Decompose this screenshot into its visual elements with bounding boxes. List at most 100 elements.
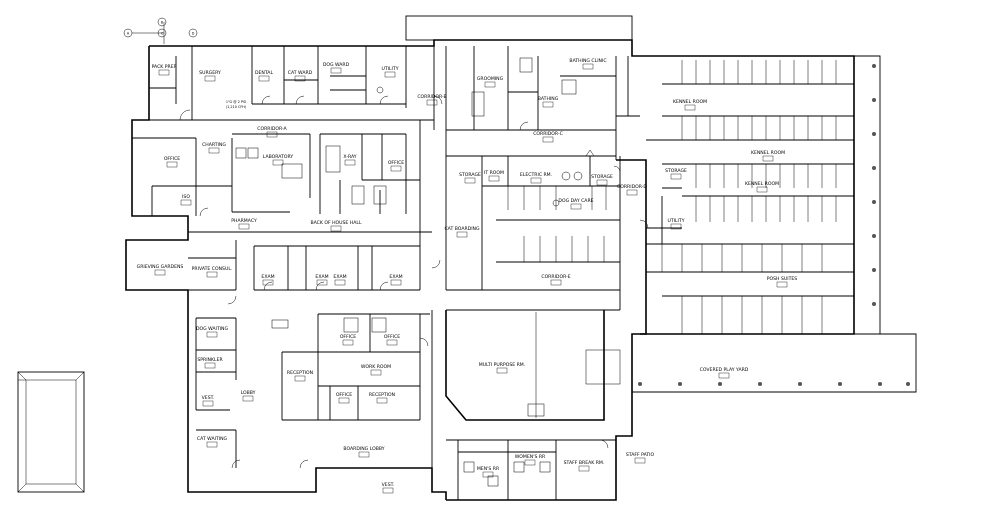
- room-number-box: [484, 81, 496, 88]
- room-label-iso: ISO: [182, 194, 190, 200]
- room-label-cat-ward: CAT WARD: [288, 70, 313, 76]
- room-label-office-3: OFFICE: [340, 334, 356, 340]
- room-number-box: [344, 159, 356, 166]
- room-label-cat-waiting: CAT WAITING: [197, 436, 228, 442]
- room-number-box: [578, 465, 590, 472]
- door-swings: [179, 95, 649, 469]
- room-number-box: [542, 101, 554, 108]
- room-label-corridor-e: CORRIDOR-E: [541, 274, 570, 280]
- room-number-box: [684, 104, 696, 111]
- grid-bubble-b: [157, 17, 167, 27]
- room-number-box: [272, 159, 284, 166]
- room-number-box: [154, 269, 166, 276]
- room-number-box: [386, 339, 398, 346]
- room-number-box: [258, 75, 270, 82]
- room-label-work-room: WORK ROOM: [361, 364, 391, 370]
- room-label-reception-2: RECEPTION: [369, 392, 395, 398]
- room-number-box: [756, 186, 768, 193]
- room-number-box: [626, 189, 638, 196]
- room-label-sprinkler: SPRINKLER: [197, 357, 223, 363]
- room-label-office-5: OFFICE: [336, 392, 352, 398]
- room-number-box: [242, 395, 254, 402]
- room-label-utility-1: UTILITY: [381, 66, 398, 72]
- room-label-back-of-house-hall: BACK OF HOUSE HALL: [310, 220, 361, 226]
- room-number-box: [208, 147, 220, 154]
- room-number-box: [390, 165, 402, 172]
- room-number-box: [266, 131, 278, 138]
- fixtures: [235, 57, 595, 487]
- room-label-posh-suites: POSH SUITES: [767, 276, 798, 282]
- room-number-box: [488, 175, 500, 182]
- room-label-covered-play-yard: COVERED PLAY YARD: [700, 367, 749, 373]
- room-label-utility-2: UTILITY: [667, 218, 684, 224]
- room-labels: PACK PREP SURGERY DENTAL CAT WARD DOG WARD UT…: [137, 58, 798, 494]
- room-number-box: [596, 179, 608, 186]
- room-number-box: [496, 367, 508, 374]
- room-number-box: [542, 136, 554, 143]
- room-label-private-consul: PRIVATE CONSUL.: [192, 266, 233, 272]
- interior-walls-exam: [188, 240, 433, 468]
- room-label-kennel-room-1: KENNEL ROOM: [673, 99, 707, 105]
- room-number-box: [426, 99, 438, 106]
- room-number-box: [524, 459, 536, 466]
- room-label-exam-1: EXAM: [261, 274, 274, 280]
- room-label-storage-3: STORAGE: [665, 168, 687, 174]
- room-number-box: [338, 397, 350, 404]
- room-label-grooming: GROOMING: [477, 76, 504, 82]
- room-label-dog-waiting: DOG WAITING: [196, 326, 229, 332]
- gas-note: 1"G @ 2 PSI: [226, 100, 246, 104]
- room-label-mens-rr: MEN'S RR: [477, 466, 500, 472]
- room-number-box: [776, 281, 788, 288]
- room-label-office-2: OFFICE: [388, 160, 404, 166]
- room-number-box: [330, 67, 342, 74]
- room-number-box: [390, 279, 402, 286]
- room-label-bathing-1: BATHING: [538, 96, 559, 102]
- room-number-box: [634, 457, 646, 464]
- room-label-staff-break-rm: STAFF BREAK RM.: [564, 460, 605, 466]
- room-label-vest-2: VEST.: [382, 482, 395, 488]
- room-label-dog-ward: DOG WARD: [323, 62, 350, 68]
- room-number-box: [316, 279, 328, 286]
- interior-walls-clinic: [132, 46, 435, 290]
- room-number-box: [464, 177, 476, 184]
- room-label-pack-prep: PACK PREP: [152, 64, 177, 70]
- room-label-boarding-lobby: BOARDING LOBBY: [343, 446, 384, 452]
- interior-walls-daycare: [445, 156, 621, 311]
- room-label-cat-boarding: CAT BOARDING: [444, 226, 480, 232]
- room-number-box: [206, 441, 218, 448]
- exterior-walls: [17, 15, 917, 501]
- room-number-box: [334, 279, 346, 286]
- room-number-box: [376, 397, 388, 404]
- room-label-staff-patio: STAFF PATIO: [626, 452, 655, 458]
- room-number-box: [370, 369, 382, 376]
- room-label-dog-day-care: DOG DAY CARE: [558, 198, 593, 204]
- room-label-office-4: OFFICE: [384, 334, 400, 340]
- plan-notes: 1"G @ 2 PSI (1,210 CFH): [226, 100, 247, 109]
- room-label-it-room: IT ROOM: [484, 170, 504, 176]
- room-number-box: [762, 155, 774, 162]
- room-label-bathing-clinic: BATHING CLINIC: [569, 58, 606, 64]
- room-label-kennel-room-2: KENNEL ROOM: [751, 150, 785, 156]
- grid-bubble-b-label: B: [161, 21, 164, 25]
- room-label-surgery: SURGERY: [199, 70, 221, 76]
- room-number-box: [384, 71, 396, 78]
- room-label-exam-3: EXAM: [333, 274, 346, 280]
- room-label-dental: DENTAL: [255, 70, 273, 76]
- room-label-corridor-c: CORRIDOR-C: [533, 131, 563, 137]
- room-number-box: [238, 223, 250, 230]
- room-number-box: [166, 161, 178, 168]
- room-label-lobby: LOBBY: [241, 390, 256, 396]
- room-number-box: [206, 331, 218, 338]
- grid-bubble-d-label: D: [192, 32, 195, 36]
- room-label-multi-purpose-rm: MULTI PURPOSE RM.: [479, 362, 525, 368]
- room-number-box: [358, 451, 370, 458]
- room-label-electric-rm: ELECTRIC RM.: [520, 172, 552, 178]
- grid-bubble-d: [188, 28, 198, 38]
- yard-columns: [638, 64, 910, 386]
- kennel-wing: [646, 60, 854, 334]
- room-number-box: [342, 339, 354, 346]
- room-label-vest-1: VEST.: [202, 395, 215, 401]
- room-label-laboratory: LABORATORY: [263, 154, 294, 160]
- room-number-box: [382, 487, 394, 494]
